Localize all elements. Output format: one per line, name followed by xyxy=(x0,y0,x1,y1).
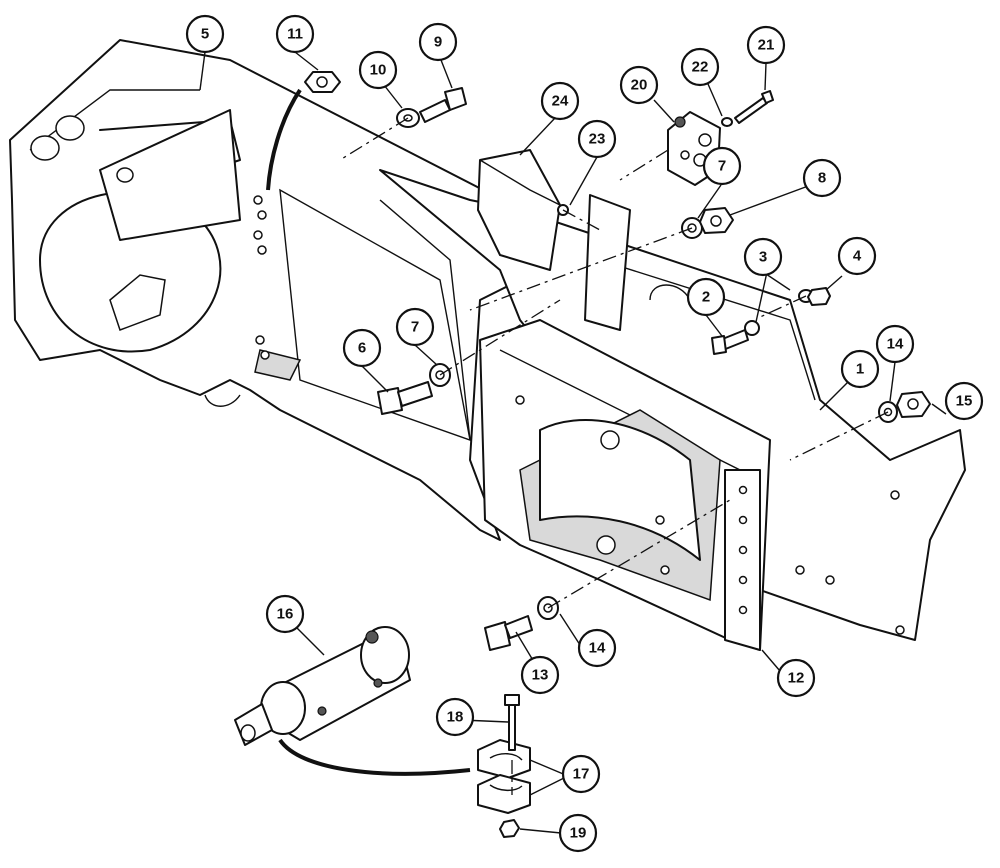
callout-label: 21 xyxy=(758,37,775,54)
callout-21: 21 xyxy=(746,25,786,65)
callout-23: 23 xyxy=(577,119,617,159)
callout-7-upper: 7 xyxy=(702,146,742,186)
callout-label: 19 xyxy=(570,825,587,842)
callout-8: 8 xyxy=(802,158,842,198)
callout-label: 16 xyxy=(277,606,294,623)
slide-plate xyxy=(479,319,771,651)
callout-label: 2 xyxy=(702,289,710,306)
callout-11: 11 xyxy=(275,14,315,54)
leader-lines xyxy=(199,51,947,834)
callout-1: 1 xyxy=(840,349,880,389)
hydraulic-hose-upper xyxy=(266,88,302,191)
callout-5: 5 xyxy=(185,14,225,54)
callout-3: 3 xyxy=(743,237,783,277)
callout-label: 23 xyxy=(589,131,606,148)
hydraulic-hose xyxy=(278,738,471,776)
callout-4: 4 xyxy=(837,236,877,276)
main-frame xyxy=(9,39,601,541)
callout-label: 6 xyxy=(358,340,366,357)
callout-label: 15 xyxy=(956,393,973,410)
callout-label: 18 xyxy=(447,709,464,726)
hydraulic-cylinder xyxy=(234,626,411,746)
assembly-lines xyxy=(339,117,889,795)
callout-label: 14 xyxy=(887,336,904,353)
callout-20: 20 xyxy=(619,65,659,105)
callout-label: 17 xyxy=(573,766,590,783)
callout-label: 4 xyxy=(853,248,862,265)
callout-label: 8 xyxy=(818,170,826,187)
callout-label: 5 xyxy=(201,26,209,43)
callout-17: 17 xyxy=(561,754,601,794)
callout-24: 24 xyxy=(540,81,580,121)
callout-18: 18 xyxy=(435,697,475,737)
callout-label: 20 xyxy=(631,77,648,94)
callout-label: 13 xyxy=(532,667,549,684)
callout-2: 2 xyxy=(686,277,726,317)
callout-label: 10 xyxy=(370,62,387,79)
callout-22: 22 xyxy=(680,47,720,87)
callout-10: 10 xyxy=(358,50,398,90)
callout-13: 13 xyxy=(520,655,560,695)
callout-16: 16 xyxy=(265,594,305,634)
callout-label: 22 xyxy=(692,59,709,76)
callout-9: 9 xyxy=(418,22,458,62)
callout-14-right: 14 xyxy=(875,324,915,364)
callout-19: 19 xyxy=(558,813,598,853)
callout-6: 6 xyxy=(342,328,382,368)
callout-14-lower: 14 xyxy=(577,628,617,668)
callout-label: 7 xyxy=(411,319,419,336)
callout-15: 15 xyxy=(944,381,984,421)
callout-label: 1 xyxy=(856,361,864,378)
callout-7-lower: 7 xyxy=(395,307,435,347)
callout-label: 12 xyxy=(788,670,805,687)
callout-label: 11 xyxy=(287,26,303,43)
callout-label: 7 xyxy=(718,158,726,175)
callout-label: 3 xyxy=(759,249,767,266)
box-housing xyxy=(477,149,561,271)
callout-label: 24 xyxy=(552,93,569,110)
callout-label: 14 xyxy=(589,640,606,657)
callout-label: 9 xyxy=(434,34,442,51)
clamp-halves xyxy=(477,694,531,838)
callout-12: 12 xyxy=(776,658,816,698)
